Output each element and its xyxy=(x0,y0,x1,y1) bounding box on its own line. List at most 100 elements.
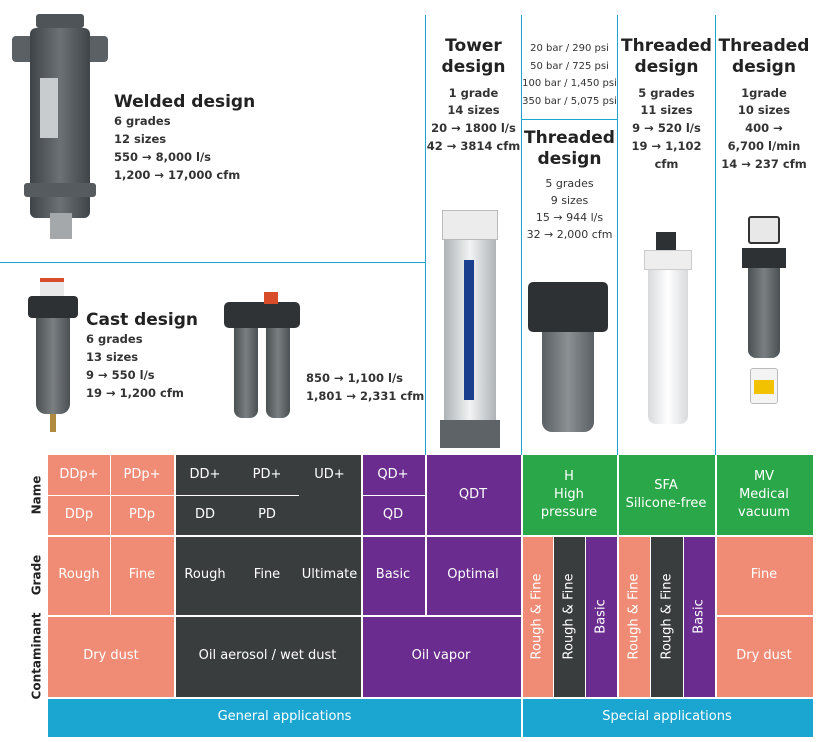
divider-welded-bottom xyxy=(0,262,425,263)
grid-line xyxy=(174,495,299,496)
grid-line xyxy=(48,697,813,699)
divider-mv-left xyxy=(715,15,716,455)
divider-pressure-bottom xyxy=(521,119,617,120)
grid-line xyxy=(425,455,427,615)
threaded-sfa-spec: 11 sizes xyxy=(640,103,693,118)
cast-filter-small-image xyxy=(28,278,78,436)
threaded-h-spec: 15 → 944 l/s xyxy=(535,210,604,224)
cast-info: Cast design 6 grades 13 sizes 9 → 550 l/… xyxy=(86,310,198,403)
grid-line xyxy=(48,495,174,496)
pressure-item: 20 bar / 290 psi xyxy=(530,43,609,54)
tower-spec: 1 grade xyxy=(448,85,499,100)
welded-title: Welded design xyxy=(114,92,256,112)
threaded-h-spec: 32 → 2,000 cfm xyxy=(526,227,613,241)
pressure-item: 350 bar / 5,075 psi xyxy=(522,95,617,107)
threaded-sfa-spec: 5 grades xyxy=(638,85,695,100)
contaminant-oil-vapor: Oil vapor xyxy=(361,615,521,697)
grade-basic: Basic xyxy=(361,535,425,615)
h-basic: Basic xyxy=(585,535,617,697)
grid-line xyxy=(174,455,176,697)
h-rough-fine-salmon: Rough & Fine xyxy=(521,535,553,697)
contaminant-oil-aerosol: Oil aerosol / wet dust xyxy=(174,615,361,697)
divider-sfa-left xyxy=(617,15,618,455)
name-pdp-plus: PDp+ xyxy=(110,455,174,495)
name-h-high-pressure: H High pressure xyxy=(521,455,617,535)
divider-tower-left xyxy=(425,15,426,455)
grid-line xyxy=(585,535,586,697)
grade-rough-dark: Rough xyxy=(174,535,236,615)
divider-h-left xyxy=(521,15,522,455)
cast-spec: 19 → 1,200 cfm xyxy=(86,385,184,400)
contaminant-dry-dust: Dry dust xyxy=(48,615,174,697)
threaded-h-spec: 5 grades xyxy=(545,176,594,190)
sfa-rough-fine-dark: Rough & Fine xyxy=(650,535,683,697)
threaded-sfa-spec: 9 → 520 l/s xyxy=(632,121,701,136)
tower-filter-image xyxy=(440,210,500,450)
name-ddp-plus: DDp+ xyxy=(48,455,110,495)
cast-large-spec: 1,801 → 2,331 cfm xyxy=(306,388,425,403)
grade-mv-fine: Fine xyxy=(715,535,813,615)
welded-spec: 6 grades xyxy=(114,114,171,129)
grid-line xyxy=(48,615,521,617)
threaded-mv-spec: 14 → 237 cfm xyxy=(721,156,807,171)
row-label-name: Name xyxy=(29,475,44,515)
grade-optimal: Optimal xyxy=(425,535,521,615)
cast-title: Cast design xyxy=(86,310,199,330)
tower-spec: 20 → 1800 l/s xyxy=(431,121,516,136)
name-pdp: PDp xyxy=(110,495,174,535)
grid-line xyxy=(617,455,619,697)
grid-line xyxy=(361,495,425,496)
grade-rough-salmon: Rough xyxy=(48,535,110,615)
threaded-mv-spec: 10 sizes xyxy=(737,103,791,118)
welded-filter-image xyxy=(10,8,110,243)
tower-info: Tower design 1 grade 14 sizes 20 → 1800 … xyxy=(426,36,521,156)
name-pd-plus: PD+ xyxy=(236,455,298,495)
threaded-sfa-info: Threaded design 5 grades 11 sizes 9 → 52… xyxy=(618,36,715,174)
grade-ultimate: Ultimate xyxy=(298,535,361,615)
welded-spec: 12 sizes xyxy=(114,132,167,147)
name-ud-plus: UD+ xyxy=(298,455,361,495)
grid-line xyxy=(521,455,523,739)
name-qdt: QDT xyxy=(425,455,521,535)
tower-spec: 14 sizes xyxy=(447,103,500,118)
threaded-mv-spec: 6,700 l/min xyxy=(727,138,801,153)
threaded-sfa-spec: 19 → 1,102 cfm xyxy=(631,138,702,171)
grade-fine-salmon: Fine xyxy=(110,535,174,615)
cast-large-spec: 850 → 1,100 l/s xyxy=(306,371,404,385)
threaded-mv-spec: 400 → xyxy=(745,121,783,136)
grid-line xyxy=(715,455,717,697)
threaded-mv-spec: 1grade xyxy=(741,85,787,100)
grade-fine-dark: Fine xyxy=(236,535,298,615)
threaded-h-title: Threaded design xyxy=(524,128,615,170)
cast-spec: 13 sizes xyxy=(86,350,139,365)
grid-line xyxy=(715,615,813,617)
grid-line xyxy=(650,535,651,697)
grid-line xyxy=(361,455,363,697)
name-pd: PD xyxy=(236,495,298,535)
grid-line xyxy=(48,535,813,537)
name-dd: DD xyxy=(174,495,236,535)
name-ddp: DDp xyxy=(48,495,110,535)
general-applications-bar: General applications xyxy=(48,697,521,737)
contaminant-mv-dry-dust: Dry dust xyxy=(715,615,813,697)
tower-title: Tower design xyxy=(441,36,506,78)
grid-line xyxy=(110,455,111,615)
cast-filter-large-image xyxy=(224,292,300,440)
cast-spec: 6 grades xyxy=(86,332,143,347)
name-qd-plus: QD+ xyxy=(361,455,425,495)
threaded-mv-title: Threaded design xyxy=(718,36,810,78)
pressure-item: 100 bar / 1,450 psi xyxy=(522,78,617,89)
threaded-h-info: Threaded design 5 grades 9 sizes 15 → 94… xyxy=(522,128,617,243)
sfa-basic: Basic xyxy=(683,535,715,697)
grid-line xyxy=(553,535,554,697)
name-sfa-silicone-free: SFA Silicone-free xyxy=(617,455,715,535)
tower-spec: 42 → 3814 cfm xyxy=(426,138,521,153)
welded-spec: 550 → 8,000 l/s xyxy=(114,149,212,164)
name-mv-medical-vacuum: MV Medical vacuum xyxy=(715,455,813,535)
threaded-h-filter-image xyxy=(528,282,608,442)
grid-line xyxy=(683,535,684,697)
threaded-sfa-filter-image xyxy=(640,232,696,442)
threaded-h-spec: 9 sizes xyxy=(550,193,589,207)
pressure-list: 20 bar / 290 psi 50 bar / 725 psi 100 ba… xyxy=(522,40,617,110)
h-rough-fine-dark: Rough & Fine xyxy=(553,535,585,697)
